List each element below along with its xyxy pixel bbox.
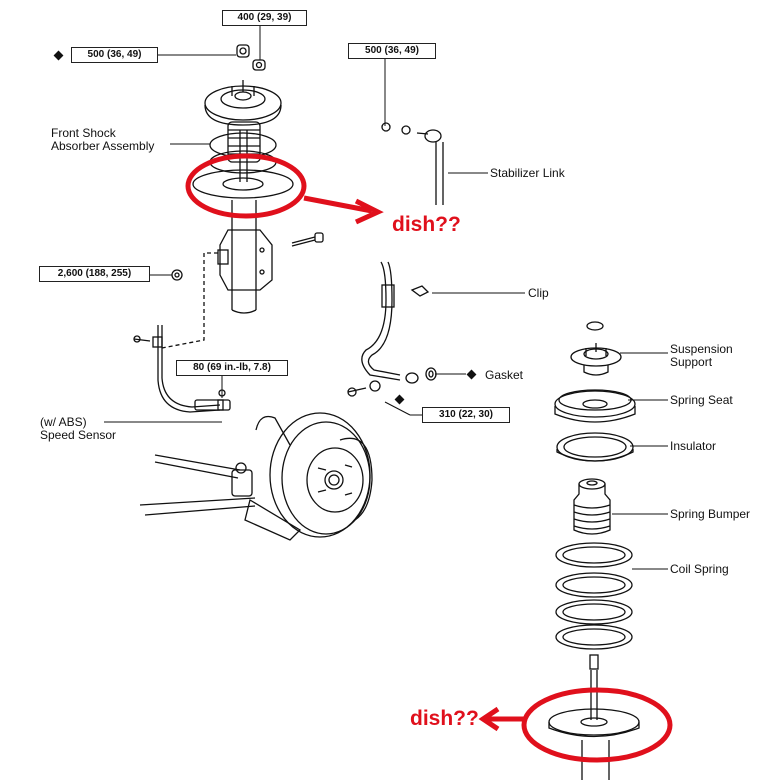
top-nut-icon bbox=[252, 59, 266, 71]
label-gasket: Gasket bbox=[485, 368, 524, 382]
upper-dish-annotation-text: dish?? bbox=[392, 213, 461, 236]
lower-arrow-head bbox=[478, 706, 500, 732]
upper-arrow-head bbox=[354, 198, 384, 225]
label-spring-seat: Spring Seat bbox=[670, 393, 733, 407]
suspension-support-drawing bbox=[570, 321, 622, 376]
label-insulator: Insulator bbox=[670, 439, 717, 453]
lower-dish-annotation-text: dish?? bbox=[410, 707, 479, 730]
label-coil-spring: Coil Spring bbox=[670, 562, 729, 576]
mount-nut-icon bbox=[236, 44, 250, 58]
label-suspension-support-line2: Support bbox=[670, 355, 713, 369]
label-speed-sensor-line2: Speed Sensor bbox=[40, 428, 117, 442]
label-front-shock-line2: Absorber Assembly bbox=[51, 139, 155, 153]
upper-dish-annotation-marks bbox=[185, 153, 384, 225]
torque-spec-stabilizer-nut: 500 (36, 49) bbox=[348, 43, 436, 59]
torque-spec-speed-sensor-bolt: 80 (69 in.-lb, 7.8) bbox=[176, 360, 288, 376]
brake-disc-knuckle-drawing bbox=[139, 412, 373, 541]
label-clip: Clip bbox=[528, 286, 549, 300]
brake-hose-drawing bbox=[347, 261, 437, 397]
spring-seat-drawing bbox=[554, 389, 636, 423]
knuckle-nut-icon bbox=[171, 269, 183, 281]
torque-spec-upper-mount-nut: 500 (36, 49) bbox=[71, 47, 158, 63]
stabilizer-link-drawing bbox=[381, 122, 444, 205]
upper-arrow-shaft bbox=[303, 195, 373, 214]
leader-lines bbox=[104, 24, 668, 570]
label-spring-bumper: Spring Bumper bbox=[670, 507, 751, 521]
torque-spec-top-nut: 400 (29, 39) bbox=[222, 10, 307, 26]
label-front-shock-line1: Front Shock bbox=[51, 126, 116, 140]
lower-dish-annotation-marks bbox=[478, 687, 673, 763]
torque-spec-knuckle-bolt: 2,600 (188, 255) bbox=[39, 266, 150, 282]
lower-dish-circle bbox=[521, 687, 673, 763]
strut-assembly-drawing bbox=[192, 80, 294, 314]
torque-spec-union-bolt: 310 (22, 30) bbox=[422, 407, 510, 423]
insulator-drawing bbox=[556, 432, 634, 462]
upper-dish-circle bbox=[185, 153, 307, 219]
spring-bumper-drawing bbox=[573, 478, 611, 535]
coil-spring-drawing bbox=[555, 542, 633, 650]
label-speed-sensor-line1: (w/ ABS) bbox=[40, 415, 87, 429]
label-suspension-support-line1: Suspension bbox=[670, 342, 733, 356]
bolt-icon bbox=[291, 232, 324, 247]
speed-sensor-drawing bbox=[133, 325, 231, 413]
label-stabilizer-link: Stabilizer Link bbox=[490, 166, 565, 180]
dashed-guide bbox=[161, 252, 218, 349]
